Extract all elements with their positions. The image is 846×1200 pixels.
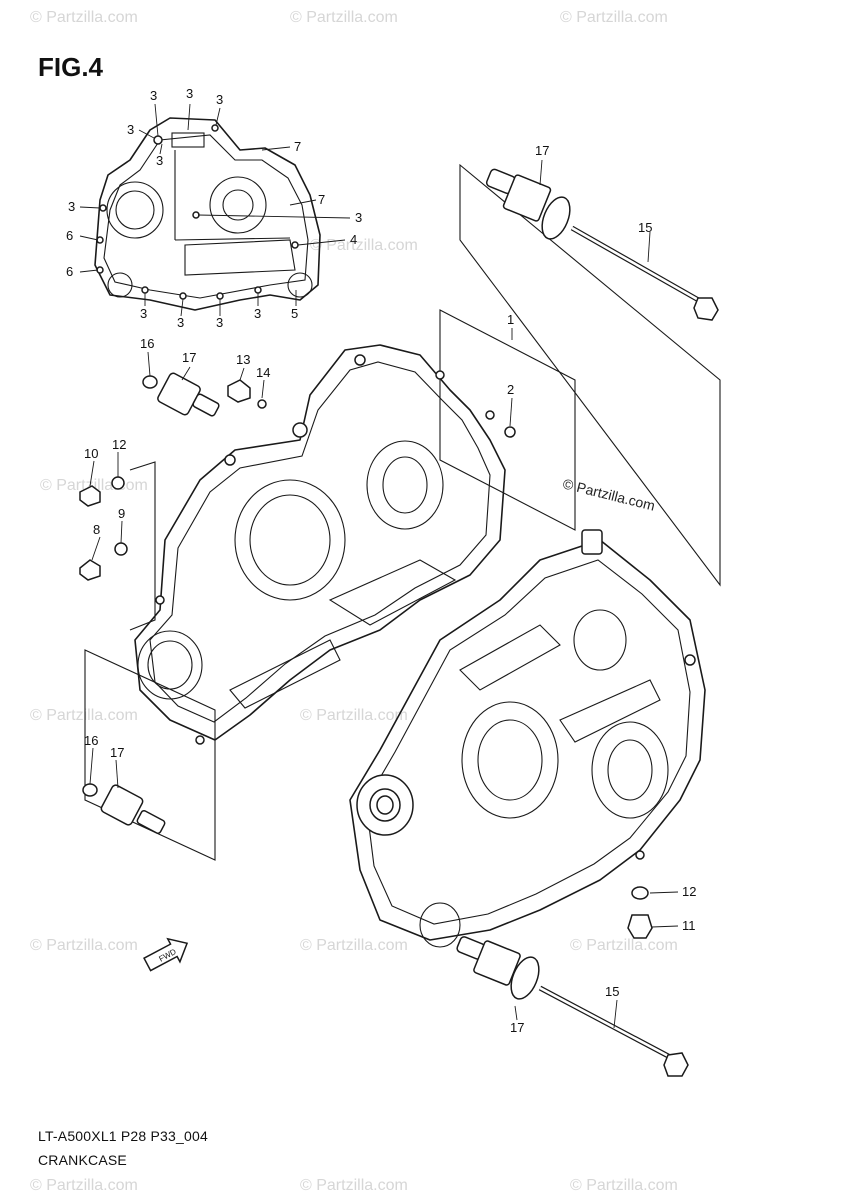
figure-title: FIG.4: [38, 52, 104, 82]
callout-15: 15: [605, 984, 619, 999]
callout-11: 11: [682, 918, 696, 933]
footer-code: LT-A500XL1 P28 P33_004: [38, 1128, 208, 1144]
callout-3: 3: [216, 315, 223, 330]
callout-7: 7: [318, 192, 325, 207]
watermark-text: © Partzilla.com: [310, 237, 418, 254]
watermark-text: © Partzilla.com: [30, 9, 138, 26]
callout-6: 6: [66, 264, 73, 279]
callout-3: 3: [127, 122, 134, 137]
callout-7: 7: [294, 139, 301, 154]
callout-12: 12: [682, 884, 696, 899]
callout-5: 5: [291, 306, 298, 321]
watermark-text: © Partzilla.com: [570, 1177, 678, 1194]
watermark-text: © Partzilla.com: [300, 707, 408, 724]
top-right-bearing-assembly: 17 15: [459, 143, 721, 587]
callout-14: 14: [256, 365, 270, 380]
watermark-text: © Partzilla.com: [30, 1177, 138, 1194]
watermark-text: © Partzilla.com: [560, 9, 668, 26]
watermark-text: © Partzilla.com: [30, 707, 138, 724]
watermark-layer: © Partzilla.com © Partzilla.com © Partzi…: [30, 9, 678, 1194]
right-crankcase-half: [349, 529, 706, 948]
top-view-callouts: 3 3 3 3 3 7 3 7 3 6 4 6 3 3 3 3 5: [66, 86, 362, 330]
callout-3: 3: [186, 86, 193, 101]
callout-4: 4: [350, 232, 357, 247]
watermark-text: © Partzilla.com: [300, 937, 408, 954]
watermark-text: © Partzilla.com: [300, 1177, 408, 1194]
right-half-parts: 12 11: [627, 884, 696, 939]
left-crankcase-half: [134, 309, 576, 745]
crankcase-top-view: [94, 117, 321, 311]
callout-3: 3: [216, 92, 223, 107]
callout-3: 3: [254, 306, 261, 321]
watermark-text: © Partzilla.com: [30, 937, 138, 954]
callout-13: 13: [236, 352, 250, 367]
callout-16: 16: [84, 733, 98, 748]
callout-10: 10: [84, 446, 98, 461]
callout-12: 12: [112, 437, 126, 452]
callout-9: 9: [118, 506, 125, 521]
callout-3: 3: [68, 199, 75, 214]
callout-16: 16: [140, 336, 154, 351]
callout-6: 6: [66, 228, 73, 243]
left-half-parts: [79, 372, 267, 861]
callout-15: 15: [638, 220, 652, 235]
callout-2: 2: [507, 382, 514, 397]
top-view-leaders: [79, 103, 351, 317]
callout-17: 17: [535, 143, 549, 158]
callout-17: 17: [182, 350, 196, 365]
callout-3: 3: [140, 306, 147, 321]
callout-17: 17: [510, 1020, 524, 1035]
callout-3: 3: [150, 88, 157, 103]
bottom-right-bearing-assembly: 17 15: [456, 936, 689, 1077]
callout-1: 1: [507, 312, 514, 327]
left-half-leaders: 16 17 13 14 10 12 8 9 16 17 1 2: [84, 312, 514, 789]
callout-17: 17: [110, 745, 124, 760]
callout-3: 3: [156, 153, 163, 168]
watermark-text: © Partzilla.com: [570, 937, 678, 954]
watermark-text: © Partzilla.com: [290, 9, 398, 26]
callout-3: 3: [177, 315, 184, 330]
callout-8: 8: [93, 522, 100, 537]
footer-name: CRANKCASE: [38, 1152, 127, 1168]
callout-3: 3: [355, 210, 362, 225]
front-direction-arrow: FWD: [143, 937, 189, 972]
